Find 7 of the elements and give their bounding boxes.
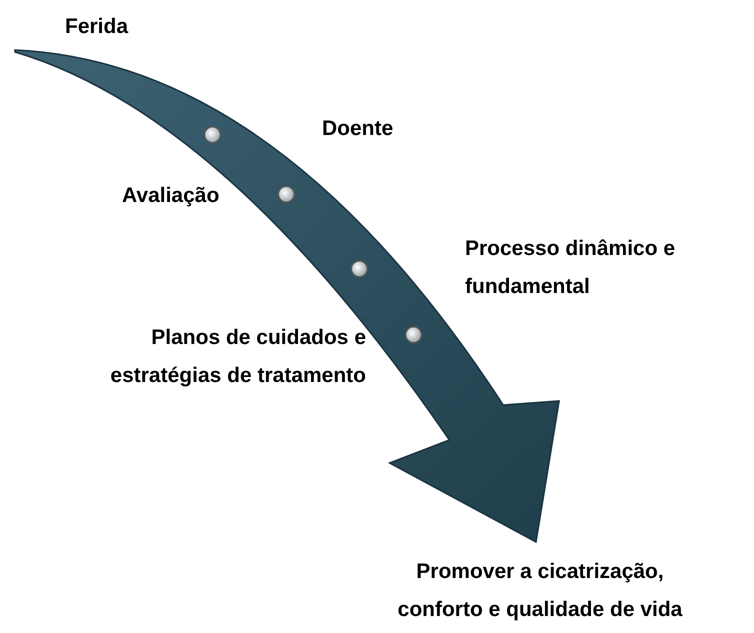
step-label: Ferida — [65, 8, 185, 46]
step-label: Planos de cuidados e estratégias de tratamento — [109, 325, 366, 389]
step-label: Avaliação — [122, 183, 220, 209]
curved-arrow — [14, 49, 560, 543]
step-label: Processo dinâmico e fundamental — [465, 236, 676, 300]
step-label: Promover a cicatrização, conforto e qualidade de vida — [380, 553, 700, 629]
step-label: Doente — [322, 116, 394, 142]
